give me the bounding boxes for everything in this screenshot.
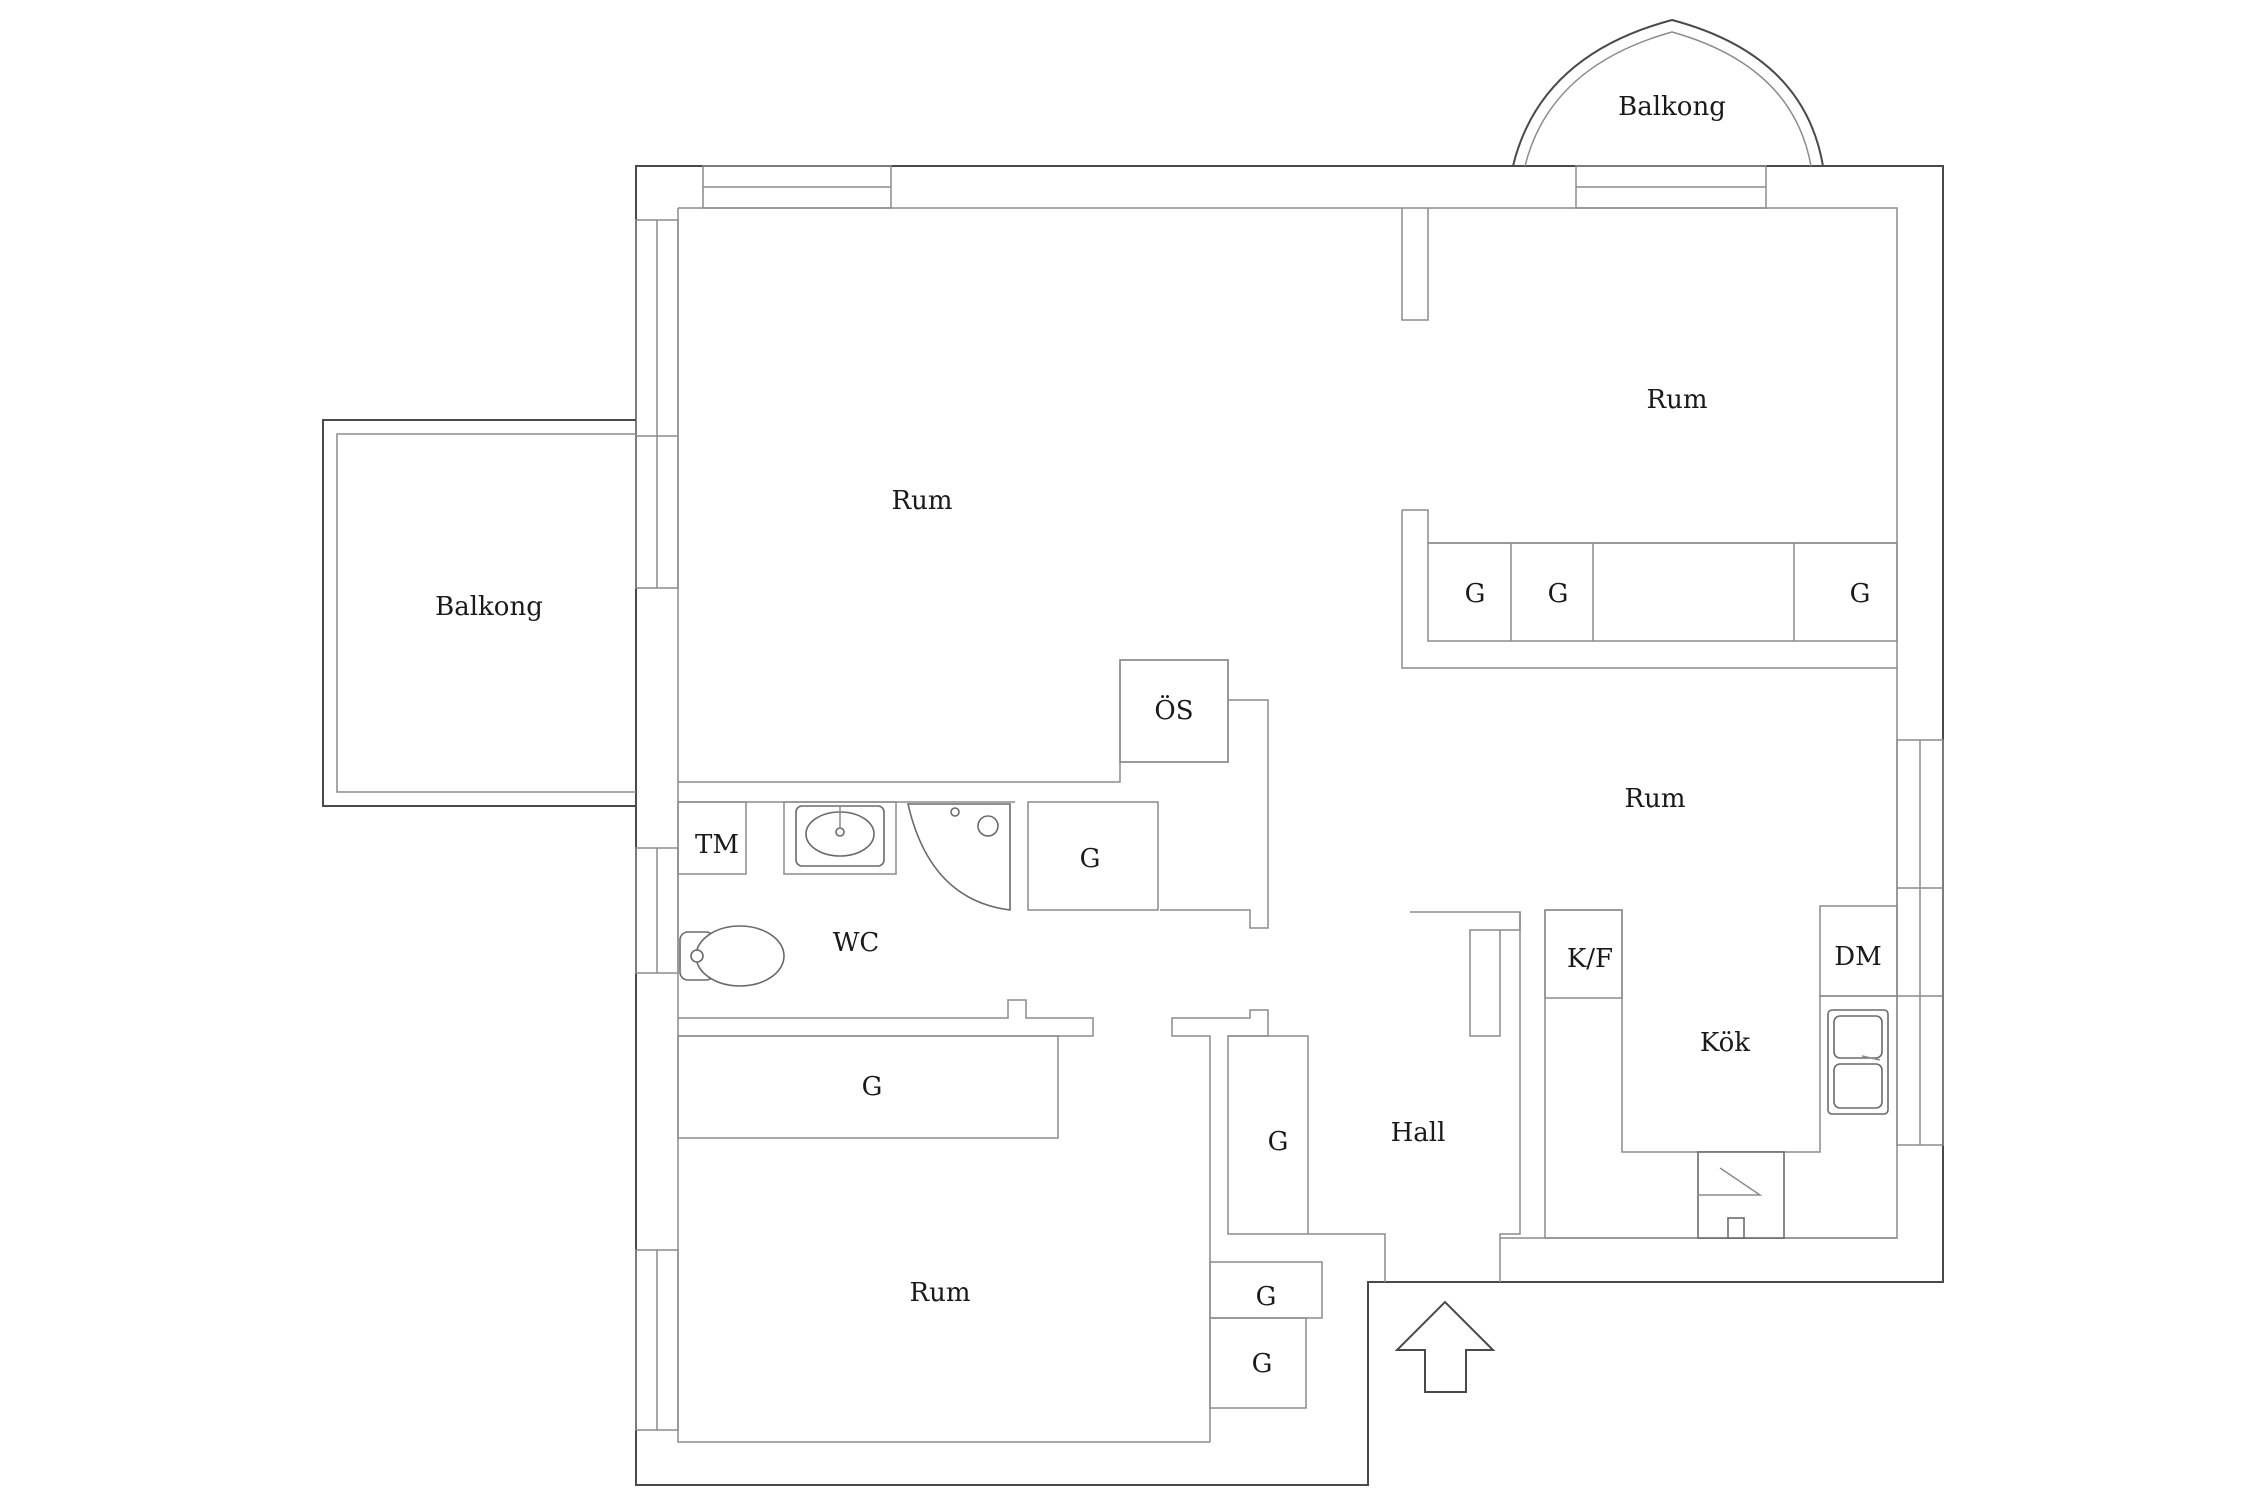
sink-icon <box>795 805 885 867</box>
kf-label: K/F <box>1567 944 1613 974</box>
os-label: ÖS <box>1154 694 1193 726</box>
closet-label-bath: G <box>1080 844 1101 874</box>
closet-label-2: G <box>1548 579 1569 609</box>
room-bottom-label: Rum <box>910 1278 971 1308</box>
shower-icon <box>906 803 1011 911</box>
closet-label-hall: G <box>1268 1127 1289 1157</box>
room-topleft-label: Rum <box>892 486 953 516</box>
balcony-top: Balkong <box>1512 18 1824 167</box>
room-labels: Rum Rum Rum Rum ÖS TM WC K/F DM Kök Hall… <box>695 385 1882 1379</box>
kitchen-sink-icon <box>1827 1009 1889 1115</box>
balcony-left: Balkong <box>322 419 636 807</box>
kitchen-label: Kök <box>1700 1028 1750 1058</box>
closet-label-small-1: G <box>1256 1282 1277 1312</box>
tm-label: TM <box>695 830 739 860</box>
balcony-top-label: Balkong <box>1618 92 1726 122</box>
balcony-left-label: Balkong <box>435 592 543 622</box>
closet-label-small-2: G <box>1252 1349 1273 1379</box>
entrance-arrow-icon <box>1394 1300 1496 1393</box>
closet-label-3: G <box>1850 579 1871 609</box>
interior-walls <box>677 208 1898 1442</box>
room-mid-label: Rum <box>1625 784 1686 814</box>
room-topright-label: Rum <box>1647 385 1708 415</box>
hall-label: Hall <box>1391 1118 1446 1148</box>
toilet-icon <box>679 925 785 987</box>
closet-label-1: G <box>1465 579 1486 609</box>
closet-label-bedroom: G <box>862 1072 883 1102</box>
wc-label: WC <box>833 928 880 958</box>
stove-icon <box>1697 1151 1785 1239</box>
dm-label: DM <box>1834 942 1881 972</box>
windows <box>635 165 1944 1431</box>
